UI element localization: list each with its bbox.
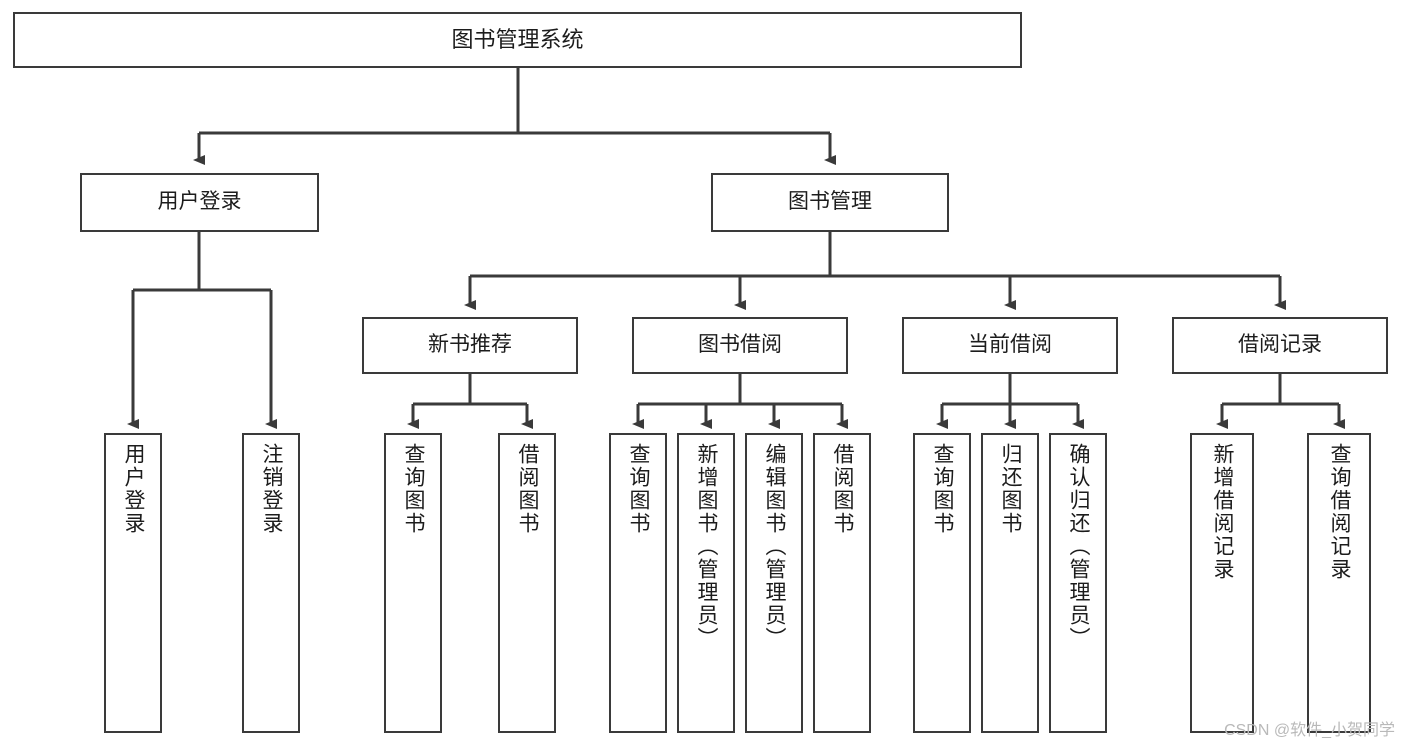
- leaf-current-borrow-confirm-return[interactable]: 确认归还（管理员）: [1049, 433, 1107, 733]
- leaf-label: 查询图书: [402, 443, 426, 535]
- node-new-book-recommend-label: 新书推荐: [428, 333, 512, 357]
- leaf-label: 查询借阅记录: [1328, 443, 1352, 581]
- node-root-label: 图书管理系统: [451, 27, 584, 53]
- leaf-book-borrow-query[interactable]: 查询图书: [609, 433, 667, 733]
- leaf-user-login-logout[interactable]: 注销登录: [242, 433, 300, 733]
- csdn-watermark: CSDN @软件_小贺同学: [1224, 722, 1395, 739]
- leaf-borrow-record-query[interactable]: 查询借阅记录: [1307, 433, 1371, 733]
- node-borrow-record[interactable]: 借阅记录: [1172, 317, 1388, 374]
- leaf-book-borrow-edit[interactable]: 编辑图书（管理员）: [745, 433, 803, 733]
- node-book-borrow-label: 图书借阅: [698, 333, 782, 357]
- node-current-borrow[interactable]: 当前借阅: [902, 317, 1118, 374]
- node-book-borrow[interactable]: 图书借阅: [632, 317, 848, 374]
- node-new-book-recommend[interactable]: 新书推荐: [362, 317, 578, 374]
- node-book-management[interactable]: 图书管理: [711, 173, 949, 232]
- leaf-label: 确认归还（管理员）: [1067, 443, 1091, 650]
- leaf-borrow-record-add[interactable]: 新增借阅记录: [1190, 433, 1254, 733]
- leaf-book-borrow-add[interactable]: 新增图书（管理员）: [677, 433, 735, 733]
- leaf-label: 用户登录: [122, 443, 146, 535]
- node-current-borrow-label: 当前借阅: [968, 333, 1052, 357]
- node-book-management-label: 图书管理: [788, 190, 872, 214]
- leaf-user-login-login[interactable]: 用户登录: [104, 433, 162, 733]
- node-user-login-label: 用户登录: [157, 190, 242, 214]
- leaf-label: 编辑图书（管理员）: [763, 443, 787, 650]
- node-borrow-record-label: 借阅记录: [1238, 333, 1322, 357]
- node-user-login[interactable]: 用户登录: [80, 173, 319, 232]
- leaf-label: 查询图书: [931, 443, 955, 535]
- leaf-label: 借阅图书: [831, 443, 855, 535]
- leaf-label: 注销登录: [260, 443, 284, 535]
- leaf-label: 借阅图书: [516, 443, 540, 535]
- leaf-label: 查询图书: [627, 443, 651, 535]
- leaf-current-borrow-query[interactable]: 查询图书: [913, 433, 971, 733]
- leaf-label: 新增借阅记录: [1211, 443, 1235, 581]
- leaf-new-book-borrow[interactable]: 借阅图书: [498, 433, 556, 733]
- node-root[interactable]: 图书管理系统: [13, 12, 1022, 68]
- leaf-current-borrow-return[interactable]: 归还图书: [981, 433, 1039, 733]
- leaf-book-borrow-borrow[interactable]: 借阅图书: [813, 433, 871, 733]
- leaf-label: 归还图书: [999, 443, 1023, 535]
- leaf-new-book-query[interactable]: 查询图书: [384, 433, 442, 733]
- leaf-label: 新增图书（管理员）: [695, 443, 719, 650]
